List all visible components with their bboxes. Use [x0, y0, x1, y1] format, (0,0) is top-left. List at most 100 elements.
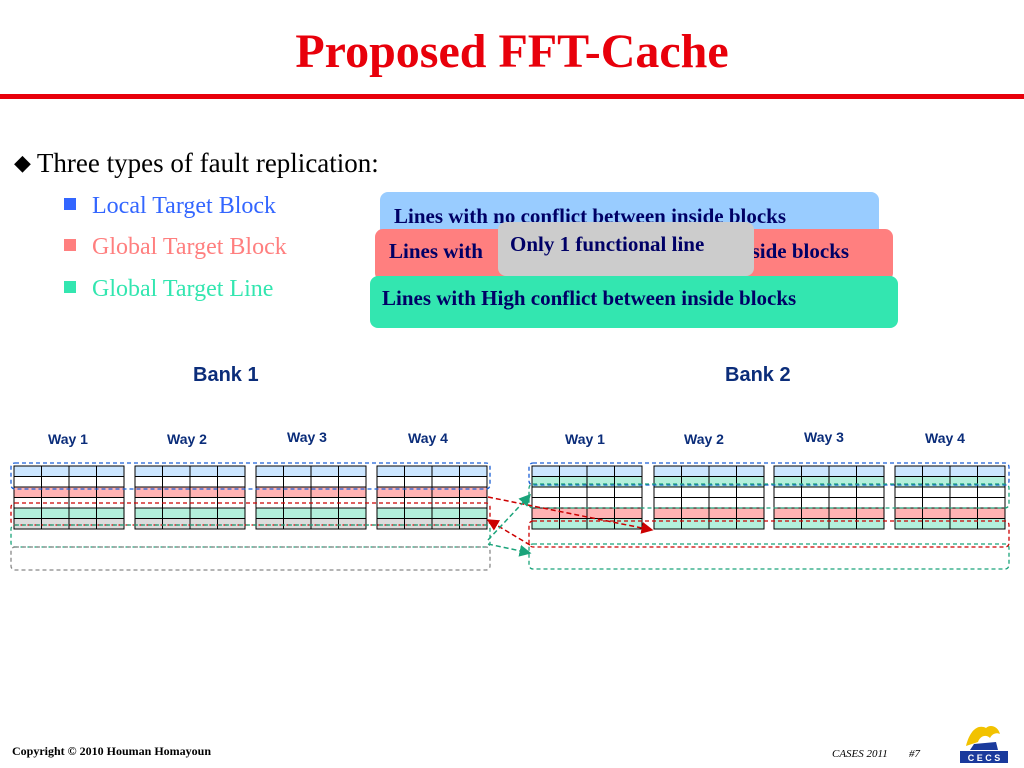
- bank1-way-2-cell: [162, 465, 191, 477]
- bank1-way-1-cell: [96, 507, 125, 519]
- bank2-way-1-cell: [586, 486, 615, 498]
- bank1-way-3-label: Way 3: [287, 429, 327, 445]
- bank2-way-1-cell: [614, 465, 643, 477]
- bank2-way-1-cell: [586, 497, 615, 509]
- bank2-way-3-cell: [773, 497, 802, 509]
- bank2-way-2-label: Way 2: [684, 431, 724, 447]
- bank2-way-1-cell: [586, 465, 615, 477]
- bank1-way-1-cell: [96, 476, 125, 488]
- bank2-way-1-cell: [531, 507, 560, 519]
- bank2-way-2-cell: [708, 518, 737, 530]
- bank1-way-4-cell: [431, 518, 460, 530]
- bank1-way-3-cell: [283, 476, 312, 488]
- bank1-way-4-cell: [404, 518, 433, 530]
- bank-2-grid: [10, 462, 1010, 571]
- bank2-way-4-cell: [922, 497, 951, 509]
- bank1-way-3-cell: [310, 518, 339, 530]
- bank2-way-2-cell: [653, 518, 682, 530]
- diamond-bullet-icon: ◆: [14, 150, 31, 175]
- sub-bullet-label: Global Target Block: [92, 234, 287, 260]
- bank2-way-4-cell: [894, 465, 923, 477]
- bank2-way-2-cell: [708, 486, 737, 498]
- bank1-way-4-cell: [459, 465, 488, 477]
- bank2-way-3-cell: [856, 507, 885, 519]
- bank2-way-4-cell: [977, 518, 1006, 530]
- bank1-way-1-cell: [41, 507, 70, 519]
- bank1-way-1-cell: [68, 476, 97, 488]
- bank1-way-2-cell: [134, 507, 163, 519]
- sub-bullet-label: Global Target Line: [92, 276, 274, 302]
- bank1-way-4-cell: [404, 465, 433, 477]
- bank2-way-4-cell: [949, 518, 978, 530]
- bank2-way-3-cell: [856, 518, 885, 530]
- bank2-way-3-cell: [856, 497, 885, 509]
- bank1-way-3-cell: [255, 476, 284, 488]
- bank2-way-1-cell: [559, 486, 588, 498]
- bank2-way-2-cell: [708, 507, 737, 519]
- bank2-way-1-cell: [559, 465, 588, 477]
- bank1-blue-frame: [10, 462, 491, 490]
- bank1-way-4-label: Way 4: [408, 430, 448, 446]
- bank2-way-2-cell: [681, 507, 710, 519]
- bank2-way-1-cell: [531, 518, 560, 530]
- bank2-way-3-cell: [856, 486, 885, 498]
- bank1-way-4-cell: [376, 465, 405, 477]
- bank2-green-frame-1: [528, 483, 1010, 509]
- bank1-way-2-cell: [162, 507, 191, 519]
- bank2-way-1-cell: [531, 486, 560, 498]
- bank2-way-3-cell: [828, 486, 857, 498]
- bank2-way-2-cell: [736, 486, 765, 498]
- bank1-way-2-cell: [189, 507, 218, 519]
- bank2-way-2-cell: [736, 465, 765, 477]
- bank2-way-2-cell: [681, 518, 710, 530]
- bank1-gray-frame: [10, 546, 491, 571]
- bank1-way-1-cell: [41, 465, 70, 477]
- bank1-way-2-label: Way 2: [167, 431, 207, 447]
- sub-bullet-global-target-line: Global Target Line: [64, 276, 273, 303]
- bank1-way-4-cell: [404, 507, 433, 519]
- bank2-way-4-cell: [894, 497, 923, 509]
- bank1-way-4-cell: [376, 476, 405, 488]
- bank2-way-3-cell: [801, 518, 830, 530]
- bank1-way-4-cell: [459, 507, 488, 519]
- bank2-way-3-cell: [773, 465, 802, 477]
- bank1-way-2-cell: [217, 518, 246, 530]
- bank1-way-4-cell: [431, 507, 460, 519]
- main-bullet: ◆Three types of fault replication:: [14, 148, 379, 179]
- bank2-way-4-cell: [894, 518, 923, 530]
- bank1-way-4-cell: [376, 507, 405, 519]
- sub-bullet-local-target-block: Local Target Block: [64, 193, 276, 220]
- bank2-way-2-cell: [653, 497, 682, 509]
- bank2-way-3-cell: [773, 486, 802, 498]
- bank2-way-4-cell: [949, 497, 978, 509]
- bank1-way-3-cell: [310, 465, 339, 477]
- bank1-red-frame: [10, 502, 491, 526]
- bank2-way-4-cell: [949, 486, 978, 498]
- red-arrow-1: [487, 496, 654, 534]
- bank2-way-2-cell: [736, 497, 765, 509]
- bank1-way-2-cell: [217, 507, 246, 519]
- bank1-way-1-cell: [13, 518, 42, 530]
- bank1-way-3-cell: [283, 507, 312, 519]
- bank1-way-1-cell: [13, 476, 42, 488]
- title-divider: [0, 94, 1024, 99]
- bank2-red-frame: [528, 520, 1010, 548]
- bank1-way-1-cell: [41, 476, 70, 488]
- bank2-way-1-label: Way 1: [565, 431, 605, 447]
- bank1-way-2-cell: [134, 476, 163, 488]
- callout-some-conflict-left: Lines with: [389, 239, 483, 263]
- bank2-way-2-cell: [681, 497, 710, 509]
- bank-1-label: Bank 1: [193, 364, 259, 386]
- bank1-way-1-cell: [68, 465, 97, 477]
- bank1-way-2-cell: [134, 465, 163, 477]
- bank2-way-1-cell: [614, 497, 643, 509]
- bank2-way-4-cell: [977, 507, 1006, 519]
- bank1-way-1-cell: [13, 507, 42, 519]
- bank1-way-3-cell: [255, 507, 284, 519]
- bank1-way-1-cell: [96, 518, 125, 530]
- bank2-way-3-cell: [801, 507, 830, 519]
- callout-some-conflict-right: nside blocks: [739, 239, 850, 263]
- bank1-way-2-cell: [162, 518, 191, 530]
- square-bullet-icon: [64, 198, 76, 210]
